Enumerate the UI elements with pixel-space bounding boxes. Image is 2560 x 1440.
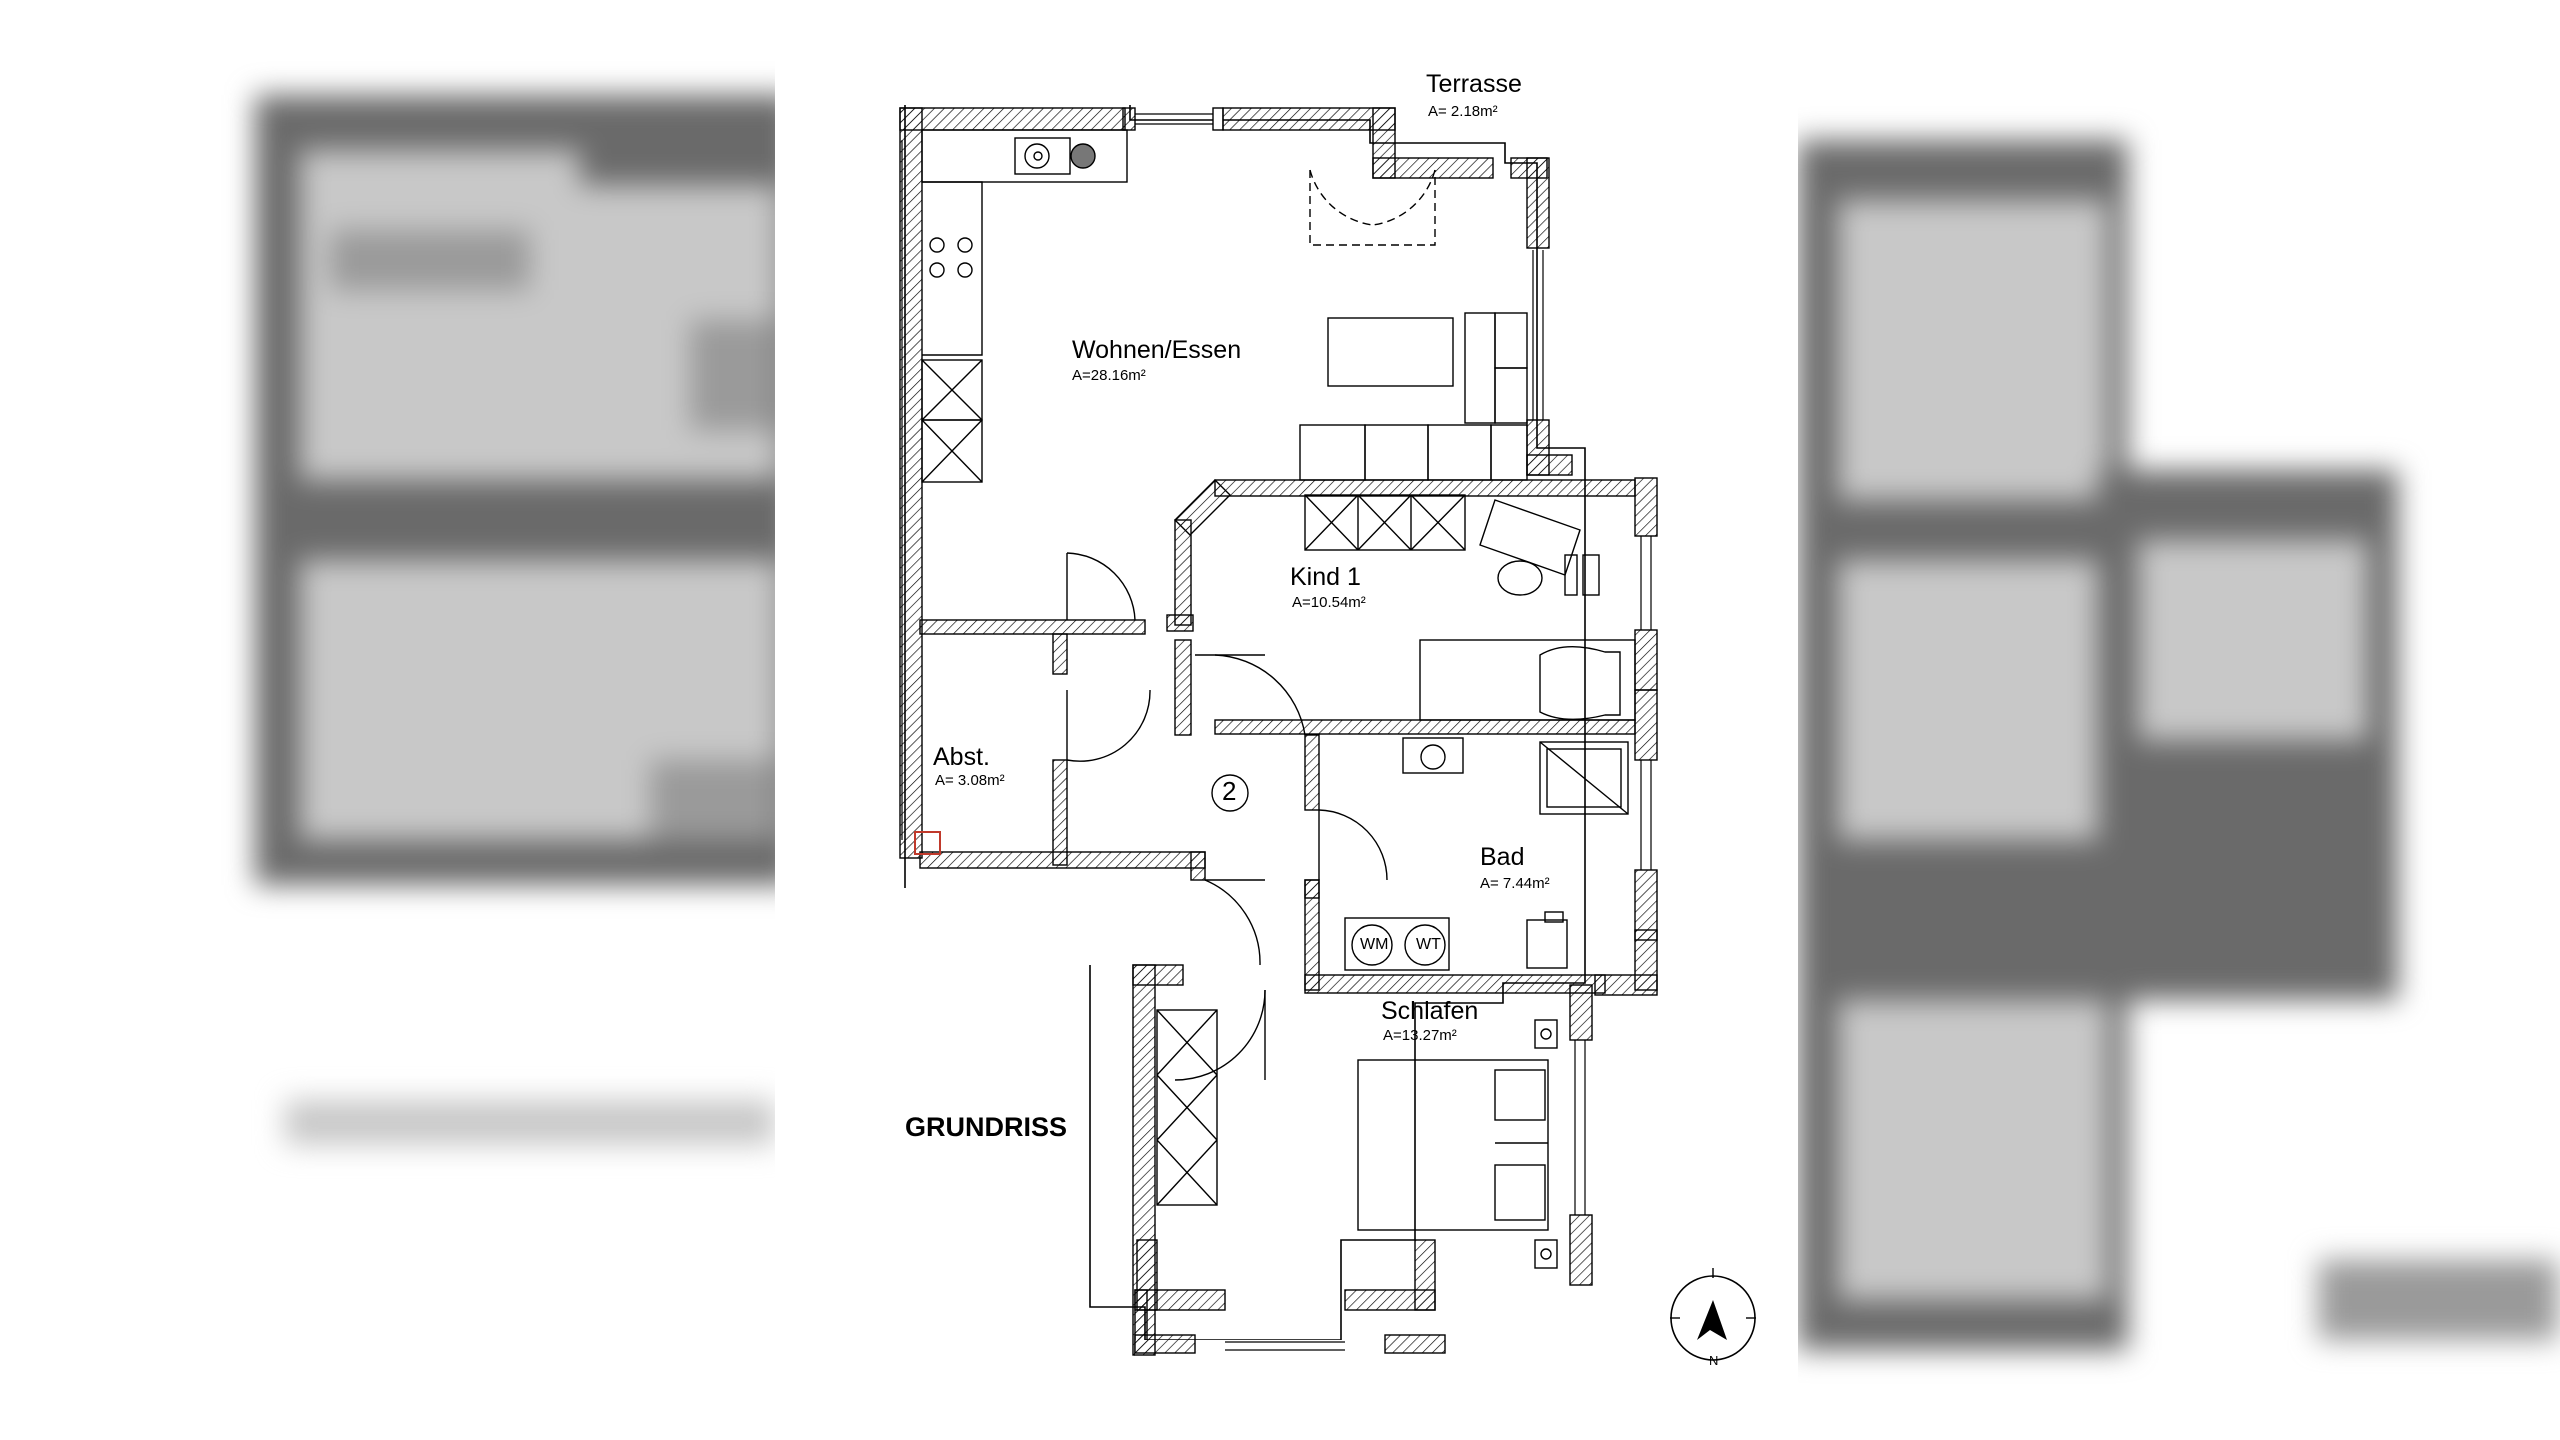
room-area-abst: A= 3.08m² — [935, 772, 1005, 789]
room-area-schlafen: A=13.27m² — [1383, 1027, 1457, 1044]
room-name-schlafen: Schlafen — [1381, 997, 1479, 1025]
kind-furniture — [1304, 494, 1636, 721]
plan-title: GRUNDRISS — [905, 1112, 1068, 1142]
room-area-bad: A= 7.44m² — [1480, 875, 1550, 892]
washing-machine-label: WM — [1360, 936, 1389, 953]
room-name-bad: Bad — [1480, 843, 1525, 871]
walls — [899, 107, 1658, 1356]
doors — [1066, 552, 1388, 1081]
room-name-kind: Kind 1 — [1290, 563, 1361, 591]
terrace-door — [1309, 169, 1436, 246]
kitchen — [921, 129, 1128, 483]
room-area-kind: A=10.54m² — [1292, 594, 1366, 611]
hallway-number: 2 — [1222, 776, 1237, 806]
living-furniture — [1299, 312, 1528, 481]
room-name-terrasse: Terrasse — [1426, 70, 1522, 98]
floor-plan-drawing — [899, 105, 1756, 1361]
room-area-wohnen: A=28.16m² — [1072, 367, 1146, 384]
hallway-number-circle — [1211, 774, 1249, 812]
floor-plan: Terrasse A= 2.18m² Wohnen/Essen A=28.16m… — [775, 0, 1798, 1440]
north-arrow-icon — [1670, 1268, 1756, 1361]
room-name-wohnen: Wohnen/Essen — [1072, 336, 1242, 364]
dryer-label: WT — [1416, 936, 1441, 953]
chimney-marker — [914, 831, 941, 855]
room-name-abst: Abst. — [933, 743, 990, 771]
room-area-terrasse: A= 2.18m² — [1428, 103, 1498, 120]
bedroom-furniture — [1156, 1009, 1558, 1269]
blurred-background-left — [0, 0, 775, 1440]
compass-label: N — [1709, 1353, 1719, 1368]
windows — [901, 113, 1652, 1351]
bathroom-fixtures — [1344, 737, 1629, 971]
blurred-background-right — [1798, 0, 2560, 1440]
